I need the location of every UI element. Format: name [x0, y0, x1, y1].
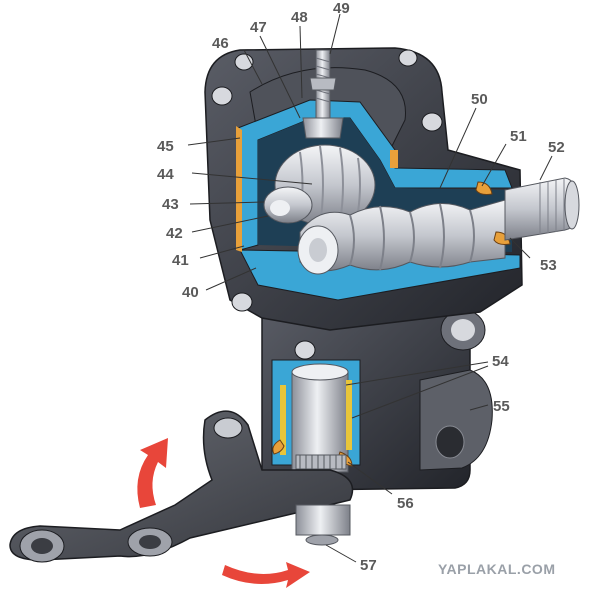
callout-40: 40 [182, 284, 199, 301]
leader-lines [187, 13, 553, 563]
arrow-up-icon [137, 438, 168, 508]
callout-50: 50 [471, 91, 488, 108]
callout-45: 45 [157, 138, 174, 155]
callout-43: 43 [162, 196, 179, 213]
callout-52: 52 [548, 139, 565, 156]
bearing-upper [475, 181, 493, 195]
bushing-right [346, 380, 352, 450]
pitman-arm [9, 410, 354, 563]
adjusting-screw [302, 49, 344, 139]
bearing-lower [493, 231, 511, 245]
callout-54: 54 [492, 353, 509, 370]
callout-57: 57 [360, 557, 377, 574]
arrow-right-icon [222, 562, 310, 588]
callout-41: 41 [172, 252, 189, 269]
callout-53: 53 [540, 257, 557, 274]
callout-44: 44 [157, 166, 174, 183]
input-shaft [504, 177, 580, 241]
callout-49: 49 [333, 0, 350, 17]
callout-55: 55 [493, 398, 510, 415]
watermark: YAPLAKAL.COM [438, 561, 556, 577]
callout-46: 46 [212, 35, 229, 52]
callout-42: 42 [166, 225, 183, 242]
gasket [236, 126, 242, 252]
callout-47: 47 [250, 19, 267, 36]
callout-51: 51 [510, 128, 527, 145]
callouts: 46 47 48 49 50 51 52 53 45 44 43 42 41 4… [157, 0, 565, 574]
pitman-nut [295, 504, 351, 536]
worm-gear [297, 181, 511, 275]
callout-48: 48 [291, 9, 308, 26]
rotation-arrows [137, 438, 310, 588]
lower-housing [261, 299, 493, 491]
bushing-left [280, 385, 286, 455]
callout-56: 56 [397, 495, 414, 512]
